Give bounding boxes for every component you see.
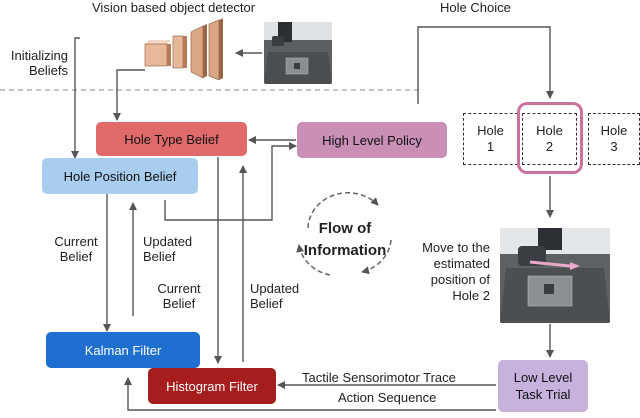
updated-belief-label-2: Updated Belief: [250, 281, 300, 311]
current-belief-label-1: Current Belief: [54, 234, 98, 264]
flow-of-information-title: Flow of Information: [303, 220, 387, 259]
detector-input-photo: [264, 22, 332, 84]
neural-network-icon: [144, 18, 223, 80]
flow-cycle-icon: [296, 192, 392, 276]
arrow-beliefs-to-policy: [164, 142, 297, 221]
high-level-policy-node: High Level Policy: [297, 122, 447, 158]
hole-position-belief-node: Hole Position Belief: [42, 158, 198, 194]
low-level-line2: Task Trial: [515, 387, 571, 402]
arrow-hole-choice: [417, 26, 554, 104]
arrow-lowlevel-to-kalman: [124, 377, 496, 411]
arrow-init-to-type-belief: [113, 69, 145, 121]
action-sequence-label: Action Sequence: [338, 390, 437, 405]
low-level-line1: Low Level: [513, 370, 573, 385]
hole-choice-label: Hole Choice: [440, 0, 511, 15]
move-caption: Move to the estimated position of Hole 2: [422, 240, 490, 303]
current-belief-label-2: Current Belief: [157, 281, 201, 311]
init-beliefs-label: Initializing Beliefs: [10, 48, 68, 78]
tactile-trace-label: Tactile Sensorimotor Trace: [302, 370, 456, 385]
robot-trial-photo: [500, 228, 610, 323]
histogram-filter-node: Histogram Filter: [148, 368, 276, 404]
low-level-task-trial-node: Low Level Task Trial: [498, 360, 588, 412]
kalman-filter-node: Kalman Filter: [46, 332, 200, 368]
detector-title: Vision based object detector: [92, 0, 256, 15]
arrow-init-to-position-belief: [71, 37, 80, 159]
hole-type-belief-node: Hole Type Belief: [96, 122, 247, 156]
updated-belief-label-1: Updated Belief: [143, 234, 193, 264]
